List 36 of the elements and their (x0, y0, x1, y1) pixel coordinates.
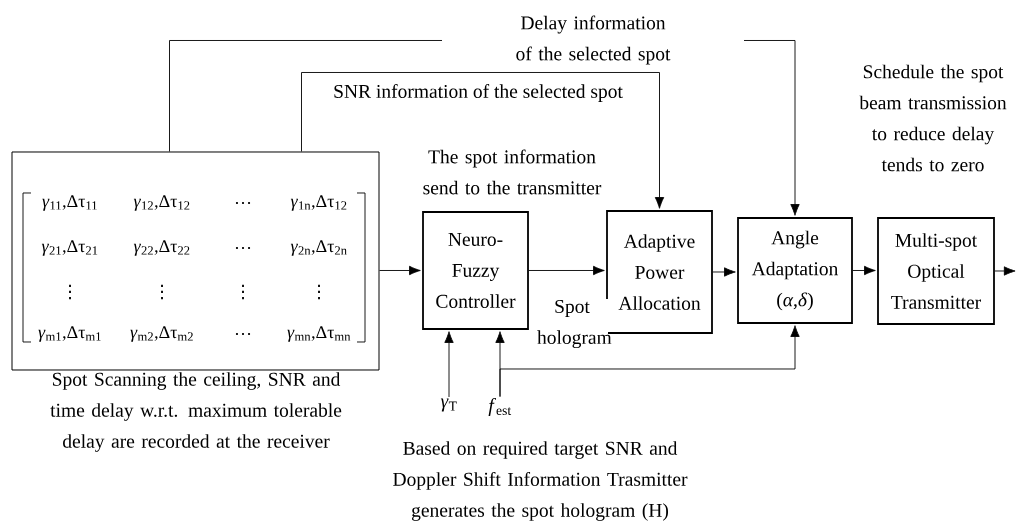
annotation-text: The spot information send to the transmitter (423, 149, 602, 195)
matrix-entry: … (235, 332, 251, 336)
arrow (499, 325, 800, 398)
matrix-entry: γ$_{m1}$,Δτ$_{m1}$ (38, 326, 101, 342)
matrix-entry: … (235, 201, 251, 205)
process-box: Angle Adaptation (α,δ) (737, 217, 853, 324)
matrix-entry: ⋮ (318, 284, 320, 300)
matrix-entry: ⋮ (69, 284, 71, 300)
process-box: Neuro-Fuzzy Controller (422, 211, 529, 330)
edge-label: SNR information of the selected spot (332, 83, 624, 103)
arrow (444, 331, 454, 398)
symbol-label: f$_{est}$ (488, 398, 512, 416)
symbol-label: γ$_{T}$ (440, 398, 457, 412)
arrow (852, 265, 876, 276)
matrix-entry: ⋮ (242, 284, 244, 300)
matrix-entry: γ$_{mn}$,Δτ$_{mn}$ (287, 326, 351, 342)
arrow (528, 265, 605, 276)
matrix-entry: … (235, 246, 251, 250)
annotation-text: Based on required target SNR and Doppler Shift Information Trasmitter generates the spot hologram (H) (393, 441, 688, 521)
matrix-entry: γ$_{1n}$,Δτ$_{12}$ (290, 195, 347, 211)
arrow (712, 267, 736, 277)
matrix-entry: γ$_{11}$,Δτ$_{11}$ (42, 195, 97, 211)
arrow (301, 72, 665, 209)
matrix-entry: γ$_{m2}$,Δτ$_{m2}$ (130, 326, 193, 342)
matrix-entry: γ$_{22}$,Δτ$_{22}$ (133, 240, 190, 256)
matrix-entry: γ$_{12}$,Δτ$_{12}$ (133, 195, 190, 211)
arrow (994, 266, 1016, 276)
matrix-entry: γ$_{21}$,Δτ$_{21}$ (41, 240, 98, 256)
process-box: Multi-spot Optical Transmitter (877, 217, 995, 325)
matrix-entry: ⋮ (161, 284, 163, 300)
process-box: Adaptive Power Allocation (606, 210, 713, 334)
caption-text: Schedule the spot beam transmission to reduce delay tends to zero (859, 64, 1007, 172)
edge-label: Delay information of the selected spot (442, 14, 744, 66)
matrix-entry: γ$_{2n}$,Δτ$_{2n}$ (290, 240, 347, 256)
caption-text: Spot Scanning the ceiling, SNR and time delay w.r.t. maximum tolerable delay are recorded at the receiver (50, 372, 342, 452)
arrow (379, 265, 421, 276)
